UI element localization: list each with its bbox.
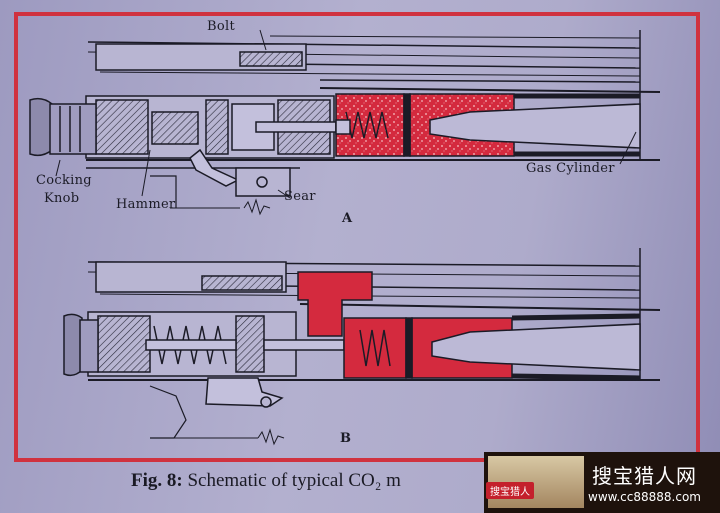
- cocking-knob-label-line1: Cocking: [36, 173, 92, 188]
- panel-a-drawing: [29, 29, 661, 216]
- watermark-url: www.cc88888.com: [588, 490, 701, 504]
- cocking-knob-label-line2: Knob: [44, 191, 80, 206]
- bolt-label: Bolt: [207, 19, 235, 34]
- figure-caption-prefix: Fig. 8:: [131, 470, 183, 491]
- site-watermark: 搜宝猎人 搜宝猎人网 www.cc88888.com: [484, 452, 720, 513]
- watermark-badge: 搜宝猎人: [486, 482, 534, 499]
- figure-caption-text: Schematic of typical CO₂ m: [182, 470, 401, 491]
- figure-border: [14, 12, 700, 462]
- panel-b-label: B: [340, 431, 352, 446]
- figure-caption: Fig. 8: Schematic of typical CO₂ m: [131, 470, 401, 492]
- sear-label: Sear: [284, 189, 316, 204]
- panel-b-drawing: [63, 248, 661, 446]
- watermark-site-name: 搜宝猎人网: [592, 464, 697, 488]
- panel-a-label: A: [342, 211, 353, 226]
- hammer-label: Hammer: [116, 197, 176, 212]
- gas-cylinder-label: Gas Cylinder: [526, 161, 615, 176]
